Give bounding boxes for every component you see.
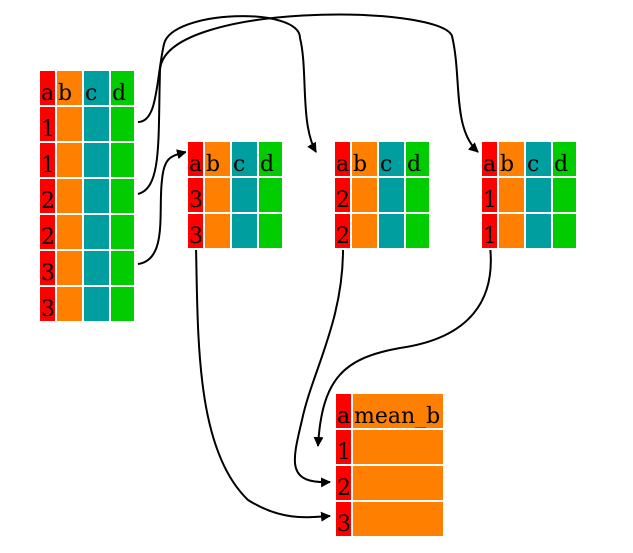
group-key-value: 2 [41, 225, 55, 250]
data-cell-b [55, 141, 84, 179]
group-key-value: 3 [189, 224, 203, 249]
connector-arrows [137, 13, 492, 522]
column-header: d [112, 81, 126, 106]
data-cell-d [551, 176, 578, 214]
data-cell-b [203, 176, 232, 214]
column-header: c [527, 152, 539, 177]
data-cell-d [551, 212, 578, 250]
header-cell-c [377, 140, 406, 178]
data-cell-d [404, 176, 431, 214]
header-cell-d [257, 140, 284, 178]
header-cell-d [551, 140, 578, 178]
data-cell-d [109, 177, 136, 215]
column-header: b [500, 152, 514, 177]
data-cell-b [55, 249, 84, 287]
data-cell-c [82, 285, 111, 323]
column-header: a [41, 81, 54, 106]
group-key-value: 2 [41, 189, 55, 214]
data-cell-b [203, 212, 232, 250]
column-header: c [380, 152, 392, 177]
data-cell-b [55, 213, 84, 251]
group-key-value: 2 [336, 188, 350, 213]
data-cell-c [82, 105, 111, 143]
column-header: a [337, 404, 350, 429]
group-key-value: 3 [41, 297, 55, 322]
header-cell-c [230, 140, 259, 178]
group-key-value: 1 [41, 117, 55, 142]
data-cell-b [350, 176, 379, 214]
data-cell-c [82, 213, 111, 251]
group-key-value: 3 [189, 188, 203, 213]
header-cell-mean_b [351, 392, 445, 430]
group-key-value: 1 [41, 153, 55, 178]
data-cell-d [109, 105, 136, 143]
column-header: b [353, 152, 367, 177]
column-header: a [336, 152, 349, 177]
column-header: d [554, 152, 568, 177]
data-cell-b [497, 212, 526, 250]
data-cell-b [497, 176, 526, 214]
data-cell-d [109, 141, 136, 179]
data-cell-mean_b [351, 428, 445, 466]
data-cell-b [350, 212, 379, 250]
data-cell-d [109, 213, 136, 251]
data-cell-d [404, 212, 431, 250]
data-cell-mean_b [351, 464, 445, 502]
arrow-group-3-to-result-row1 [313, 245, 492, 447]
group-key-value: 3 [41, 261, 55, 286]
column-header: mean_b [354, 404, 440, 429]
column-header: a [483, 152, 496, 177]
data-cell-c [377, 212, 406, 250]
data-cell-b [55, 177, 84, 215]
arrow-group-2-to-result-row2 [293, 245, 345, 488]
group-key-value: 2 [336, 224, 350, 249]
group-key-value: 1 [483, 224, 497, 249]
data-cell-c [82, 249, 111, 287]
data-cell-d [257, 212, 284, 250]
data-cell-d [109, 285, 136, 323]
data-cell-c [82, 141, 111, 179]
data-cell-c [230, 176, 259, 214]
data-cell-c [524, 212, 553, 250]
group-key-value: 1 [337, 440, 351, 465]
data-cell-b [55, 105, 84, 143]
column-header: a [189, 152, 202, 177]
header-cell-b [203, 140, 232, 178]
group-key-value: 1 [483, 188, 497, 213]
arrow-source-row3-to-group-2 [137, 13, 479, 195]
group-key-value: 3 [337, 512, 351, 537]
arrow-group-1-to-result-row3 [195, 245, 331, 522]
data-cell-b [55, 285, 84, 323]
arrow-source-row1-to-group-1 [137, 15, 317, 153]
header-cell-b [350, 140, 379, 178]
data-cell-c [377, 176, 406, 214]
group-key-value: 2 [337, 476, 351, 501]
data-cell-c [230, 212, 259, 250]
column-header: c [85, 81, 97, 106]
data-cell-mean_b [351, 500, 445, 538]
column-header: d [260, 152, 274, 177]
data-cell-c [82, 177, 111, 215]
data-cell-d [257, 176, 284, 214]
column-header: c [233, 152, 245, 177]
data-cell-c [524, 176, 553, 214]
column-header: b [58, 81, 72, 106]
column-header: d [407, 152, 421, 177]
data-cell-d [109, 249, 136, 287]
arrow-source-row5-to-group-3 [137, 149, 187, 265]
column-header: b [206, 152, 220, 177]
